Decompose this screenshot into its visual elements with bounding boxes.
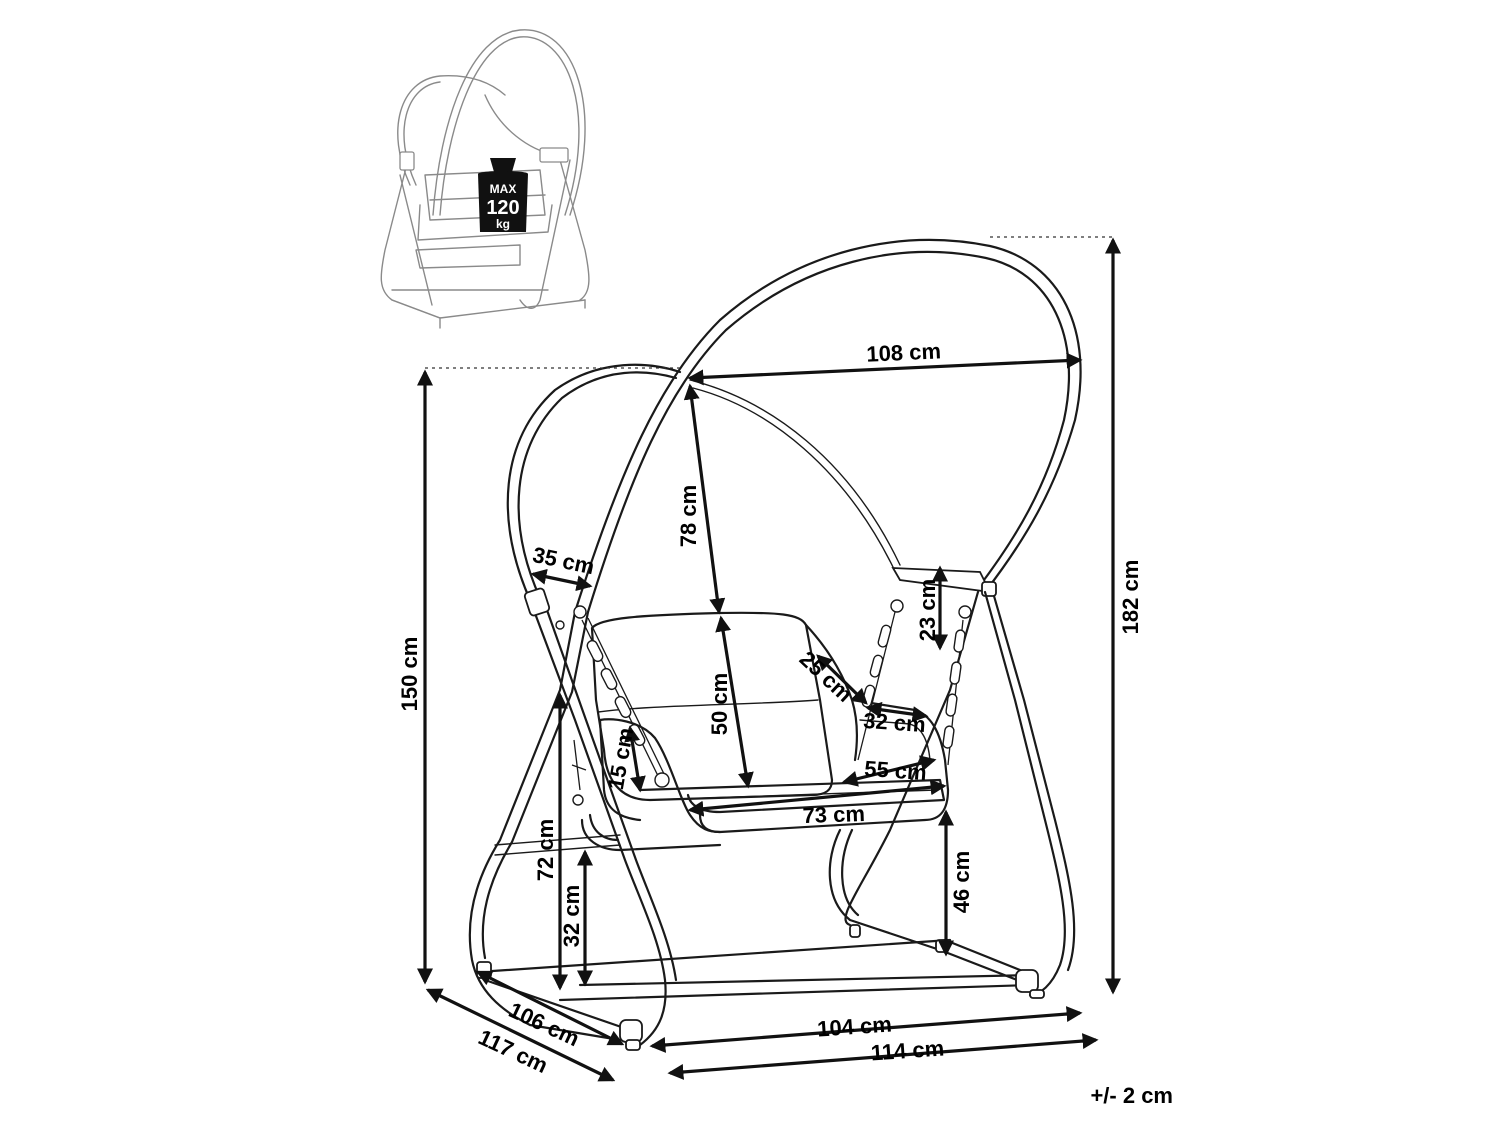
- backrest-height-label: 50 cm: [707, 673, 732, 735]
- armrest-width-arrow: [865, 701, 929, 723]
- side-offset-arrow: [530, 568, 593, 592]
- total-height-label: 182 cm: [1118, 560, 1143, 635]
- armrest-width-label: 32 cm: [863, 708, 927, 737]
- backrest-height-arrow: [715, 615, 754, 789]
- chain-length-label: 23 cm: [915, 579, 940, 641]
- armrest-height-arrow: [624, 725, 646, 793]
- armrest-depth-label: 25 cm: [795, 646, 858, 707]
- backrest-to-canopy-arrow: [683, 383, 726, 615]
- thumbnail-swing-illustration: [380, 29, 590, 329]
- base-bar-height-label: 32 cm: [559, 885, 584, 947]
- seat-width-arrow: [687, 779, 947, 817]
- seat-depth-label: 55 cm: [864, 756, 928, 785]
- outer-width-arrow: [667, 1033, 1099, 1080]
- weight-badge-value: 120: [486, 197, 519, 219]
- dimension-labels: 108 cm 182 cm 150 cm 78 cm 50 cm 35 cm 2…: [397, 338, 1143, 1078]
- dimension-arrows: [417, 237, 1121, 1082]
- seat-floor-height-label: 46 cm: [949, 851, 974, 913]
- left-chain: [573, 605, 670, 788]
- armrest-floor-height-label: 72 cm: [533, 819, 558, 881]
- weight-badge-max: MAX: [490, 182, 517, 196]
- outer-depth-arrow: [425, 988, 616, 1082]
- armrest-height-label: 15 cm: [603, 726, 638, 792]
- max-weight-badge: MAX 120 kg: [478, 158, 528, 232]
- seat-width-label: 73 cm: [802, 801, 865, 828]
- backrest-to-canopy-label: 78 cm: [676, 485, 701, 547]
- frame-height-label: 150 cm: [397, 637, 422, 712]
- canopy-width-arrow: [687, 352, 1083, 386]
- right-chain-back: [942, 605, 972, 766]
- seat-depth-arrow: [841, 755, 937, 787]
- right-chain-front: [857, 599, 904, 761]
- outer-width-label: 114 cm: [870, 1035, 945, 1065]
- weight-badge-unit: kg: [496, 217, 510, 231]
- armrest-depth-arrow: [816, 654, 868, 705]
- canopy-width-label: 108 cm: [866, 338, 942, 366]
- inner-width-label: 104 cm: [816, 1011, 892, 1041]
- side-offset-label: 35 cm: [530, 542, 596, 579]
- tolerance-note: +/- 2 cm: [1090, 1083, 1173, 1108]
